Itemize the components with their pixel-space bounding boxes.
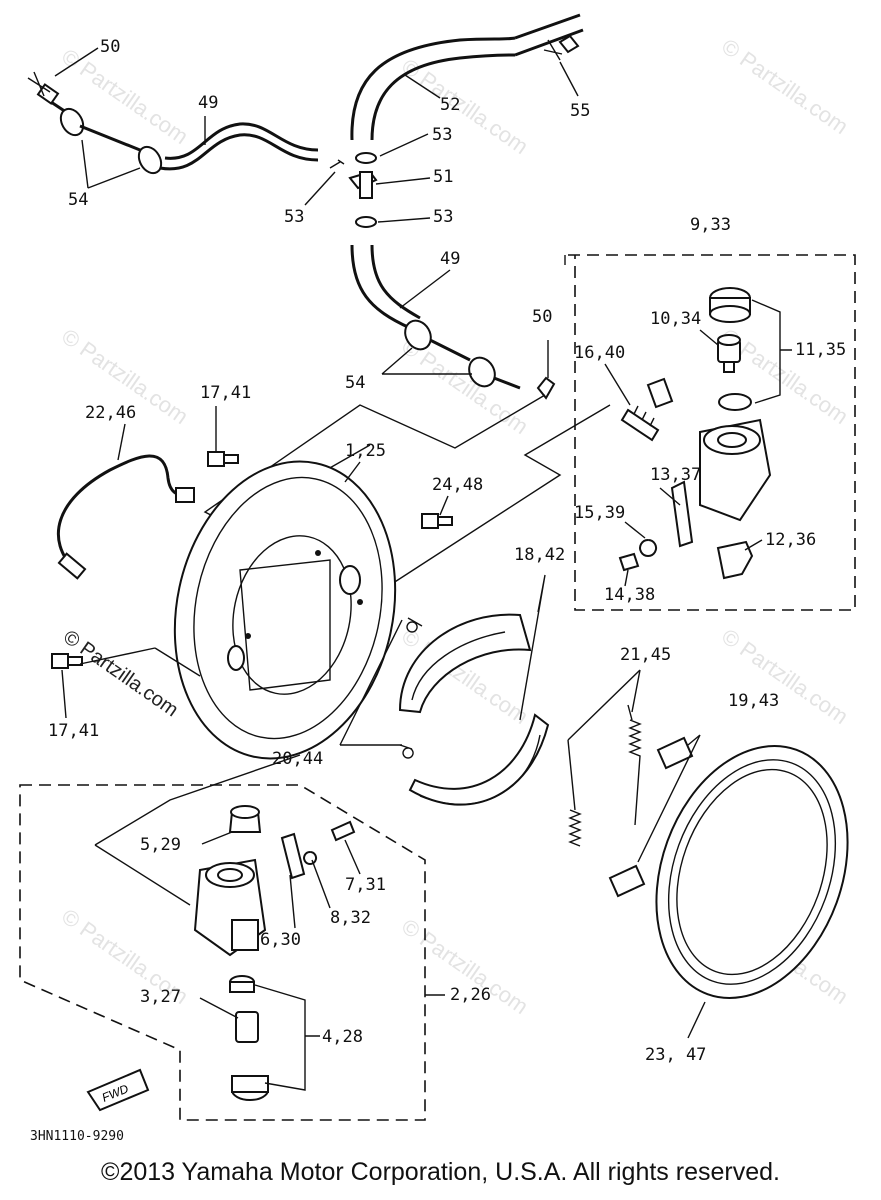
callout-2-26: 2,26	[450, 985, 491, 1005]
callout-19-43: 19,43	[728, 691, 779, 711]
callout-17-41: 17,41	[48, 721, 99, 741]
callout-22-46: 22,46	[85, 403, 136, 423]
diagram-code: 3HN1110-9290	[30, 1129, 124, 1144]
callout-15-39: 15,39	[574, 503, 625, 523]
callout-9-33: 9,33	[690, 215, 731, 235]
callout-21-45: 21,45	[620, 645, 671, 665]
callout-10-34: 10,34	[650, 309, 701, 329]
fwd-arrow: FWD	[86, 1068, 150, 1112]
callout-12-36: 12,36	[765, 530, 816, 550]
callout-labels: 50 49 54 52 55 53 51 53 53 49 9,33 50 10…	[48, 37, 846, 1065]
callout-54: 54	[68, 190, 88, 210]
brake-shoe-upper	[398, 613, 532, 714]
brake-shoe-lower	[408, 713, 550, 806]
wheel-cylinder-rear	[618, 287, 792, 580]
joint-fitting	[329, 152, 378, 228]
callout-18-42: 18,42	[514, 545, 565, 565]
callout-11-35: 11,35	[795, 340, 846, 360]
breather-hose-lower	[350, 244, 556, 400]
callout-1-25: 1,25	[345, 441, 386, 461]
return-spring	[567, 669, 642, 847]
callout-52: 52	[440, 95, 460, 115]
breather-hose-center	[350, 13, 584, 141]
callout-54: 54	[345, 373, 365, 393]
brake-hose-22	[56, 454, 195, 580]
watermark-prominent: © Partzilla.com	[59, 626, 182, 721]
callout-50: 50	[532, 307, 552, 327]
callout-6-30: 6,30	[260, 930, 301, 950]
wheel-cylinder-box	[568, 254, 856, 611]
callout-3-27: 3,27	[140, 987, 181, 1007]
leader-line	[369, 404, 611, 599]
callout-5-29: 5,29	[140, 835, 181, 855]
callout-4-28: 4,28	[322, 1027, 363, 1047]
callout-55: 55	[570, 101, 590, 121]
watermark: © Partzilla.com	[717, 34, 853, 140]
callout-8-32: 8,32	[330, 908, 371, 928]
callout-51: 51	[433, 167, 453, 187]
wheel-cylinder-front	[193, 805, 356, 1101]
callout-23-47: 23, 47	[645, 1045, 706, 1065]
callout-50: 50	[100, 37, 120, 57]
breather-hose-left	[27, 71, 319, 175]
callout-17-41: 17,41	[200, 383, 251, 403]
callout-24-48: 24,48	[432, 475, 483, 495]
bolt-17-41-lower	[51, 653, 83, 669]
callout-53: 53	[432, 125, 452, 145]
brake-drum	[655, 745, 849, 999]
callout-7-31: 7,31	[345, 875, 386, 895]
callout-53: 53	[433, 207, 453, 227]
bolt-17-41-upper	[207, 451, 239, 467]
wheel-cylinder-front-box	[19, 784, 426, 1121]
callout-16-40: 16,40	[574, 343, 625, 363]
watermark: © Partzilla.com	[717, 624, 853, 730]
copyright-notice: ©2013 Yamaha Motor Corporation, U.S.A. A…	[101, 1158, 780, 1186]
bolt-24-48	[421, 513, 453, 529]
callout-14-38: 14,38	[604, 585, 655, 605]
callout-49: 49	[440, 249, 460, 269]
callout-53: 53	[284, 207, 304, 227]
callout-20-44: 20,44	[272, 749, 323, 769]
callout-13-37: 13,37	[650, 465, 701, 485]
brake-backplate	[173, 460, 397, 760]
brake-shoe-pads	[608, 734, 701, 898]
callout-49: 49	[198, 93, 218, 113]
